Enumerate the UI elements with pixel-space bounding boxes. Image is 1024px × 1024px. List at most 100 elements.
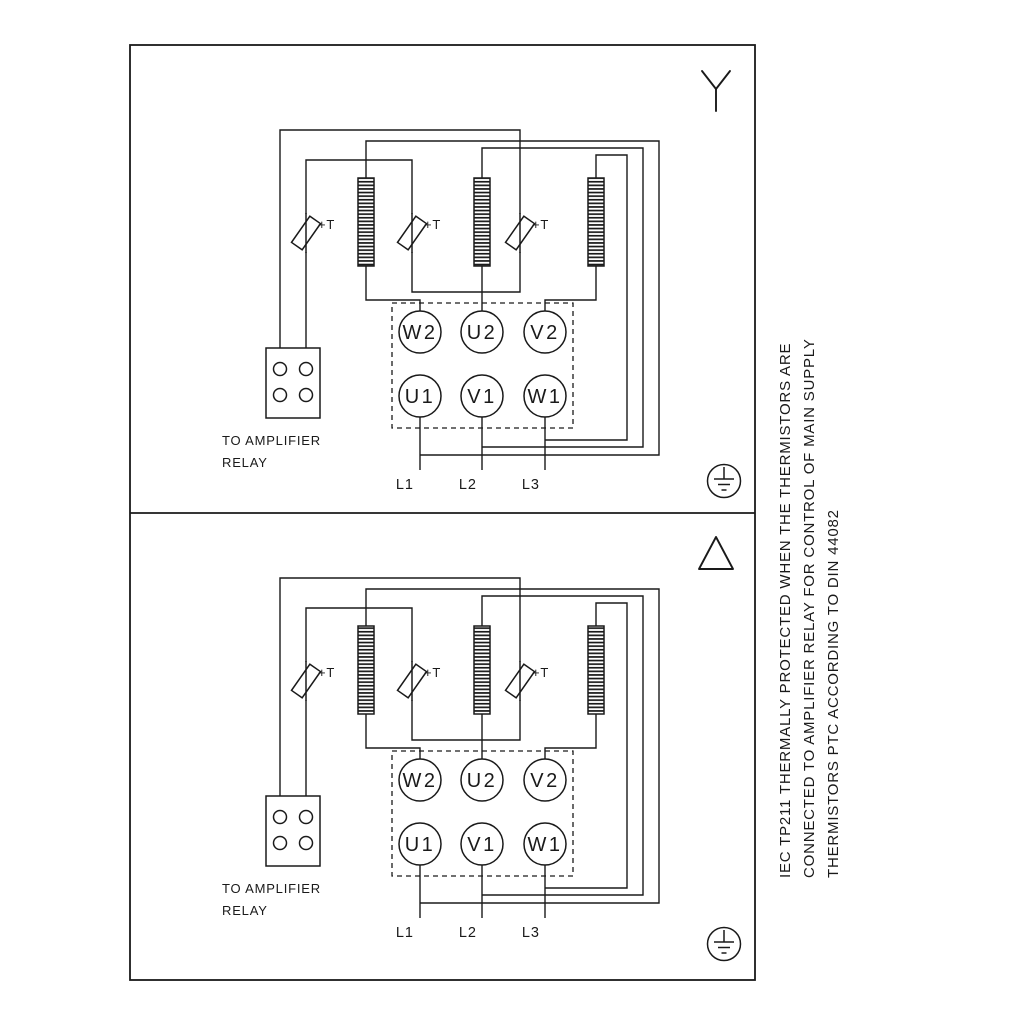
- side-note: IEC TP211 THERMALLY PROTECTED WHEN THE T…: [777, 338, 842, 878]
- wire: [544, 714, 597, 759]
- motor-windings: [357, 625, 605, 715]
- relay-contact-icon: [298, 387, 314, 403]
- wire: [411, 700, 521, 741]
- terminal-V2: [523, 758, 567, 802]
- relay-contact-icon: [272, 809, 288, 825]
- thermistor-chain-wires: [279, 129, 521, 348]
- side-note-line1: IEC TP211 THERMALLY PROTECTED WHEN THE T…: [777, 343, 794, 878]
- thermistor-label: +T: [318, 665, 335, 680]
- thermistor-chain-wires: [279, 577, 521, 796]
- wire: [411, 252, 521, 293]
- wire: [481, 147, 644, 448]
- side-note-line2: CONNECTED TO AMPLIFIER RELAY FOR CONTROL…: [801, 338, 818, 878]
- terminal-label: U1: [405, 386, 436, 408]
- relay-contact-icon: [298, 835, 314, 851]
- wire: [545, 154, 628, 441]
- thermistor-icon: [290, 661, 322, 701]
- wire: [481, 595, 644, 896]
- terminal-board: W2 U2 V2 U1 V1 W1: [391, 750, 574, 877]
- relay-contact-icon: [272, 387, 288, 403]
- winding-coil-icon: [587, 625, 605, 715]
- terminal-W1: [523, 822, 567, 866]
- relay-note-line1: TO AMPLIFIER: [222, 881, 321, 896]
- relay-note-line1: TO AMPLIFIER: [222, 433, 321, 448]
- thermistor-icon: [504, 661, 536, 701]
- terminal-label: W2: [403, 322, 438, 344]
- supply-label-L1: L1: [396, 925, 414, 941]
- relay-box: [265, 795, 321, 867]
- terminal-board-outline: [391, 750, 574, 877]
- star-connection-panel: +T +T +T W2 U2 V2 U1 V1: [222, 70, 742, 499]
- thermistors: +T +T +T: [290, 661, 549, 701]
- terminal-label: W1: [528, 834, 563, 856]
- thermistor-label: +T: [532, 665, 549, 680]
- terminal-V2: [523, 310, 567, 354]
- terminal-W2: [398, 758, 442, 802]
- terminal-V1: [460, 374, 504, 418]
- wire: [365, 140, 660, 456]
- relay-contact-icon: [298, 809, 314, 825]
- wire: [365, 588, 660, 904]
- terminal-label: U2: [467, 770, 498, 792]
- thermistor-icon: [504, 213, 536, 253]
- relay-note-line2: RELAY: [222, 903, 268, 918]
- thermistor-icon: [396, 213, 428, 253]
- winding-coil-icon: [473, 625, 491, 715]
- terminal-label: U1: [405, 834, 436, 856]
- winding-coil-icon: [473, 177, 491, 267]
- wire: [279, 577, 521, 796]
- ground-icon: [706, 926, 742, 962]
- terminal-W2: [398, 310, 442, 354]
- supply-label-L3: L3: [522, 925, 540, 941]
- terminal-label: V1: [467, 834, 496, 856]
- thermistor-label: +T: [532, 217, 549, 232]
- winding-coil-icon: [587, 177, 605, 267]
- thermistor-icon: [290, 213, 322, 253]
- supply-label-L1: L1: [396, 477, 414, 493]
- terminal-board: W2 U2 V2 U1 V1 W1: [391, 302, 574, 429]
- terminal-U1: [398, 822, 442, 866]
- wire: [365, 266, 421, 311]
- supply-wires: [419, 417, 546, 470]
- wire: [305, 607, 413, 662]
- terminal-board-outline: [391, 302, 574, 429]
- winding-coil-icon: [357, 625, 375, 715]
- thermistor-label: +T: [318, 217, 335, 232]
- delta-connection-panel: +T +T +T W2 U2 V2 U1 V1 W1: [222, 536, 742, 962]
- relay-contact-icon: [298, 361, 314, 377]
- thermistor-label: +T: [424, 217, 441, 232]
- terminal-U2: [460, 310, 504, 354]
- terminal-V1: [460, 822, 504, 866]
- supply-wires: [419, 865, 546, 918]
- star-icon: [701, 70, 731, 112]
- amplifier-relay: TO AMPLIFIER RELAY: [222, 347, 321, 470]
- relay-note-line2: RELAY: [222, 455, 268, 470]
- winding-terminal-wires: [365, 714, 597, 759]
- terminal-label: W1: [528, 386, 563, 408]
- terminal-label: V1: [467, 386, 496, 408]
- terminal-U1: [398, 374, 442, 418]
- relay-box: [265, 347, 321, 419]
- terminal-label: W2: [403, 770, 438, 792]
- terminal-U2: [460, 758, 504, 802]
- bridge-loop-wires: [365, 588, 660, 904]
- wire: [365, 714, 421, 759]
- thermistor-label: +T: [424, 665, 441, 680]
- wire: [305, 159, 413, 214]
- delta-icon: [698, 536, 734, 570]
- relay-contact-icon: [272, 361, 288, 377]
- amplifier-relay: TO AMPLIFIER RELAY: [222, 795, 321, 918]
- wire: [545, 602, 628, 889]
- terminal-label: V2: [530, 770, 559, 792]
- terminal-W1: [523, 374, 567, 418]
- side-note-line3: THERMISTORS PTC ACCORDING TO DIN 44082: [825, 509, 842, 878]
- wire: [544, 266, 597, 311]
- motor-windings: [357, 177, 605, 267]
- supply-label-L3: L3: [522, 477, 540, 493]
- supply-label-L2: L2: [459, 477, 477, 493]
- thermistors: +T +T +T: [290, 213, 549, 253]
- wire: [279, 129, 521, 348]
- winding-coil-icon: [357, 177, 375, 267]
